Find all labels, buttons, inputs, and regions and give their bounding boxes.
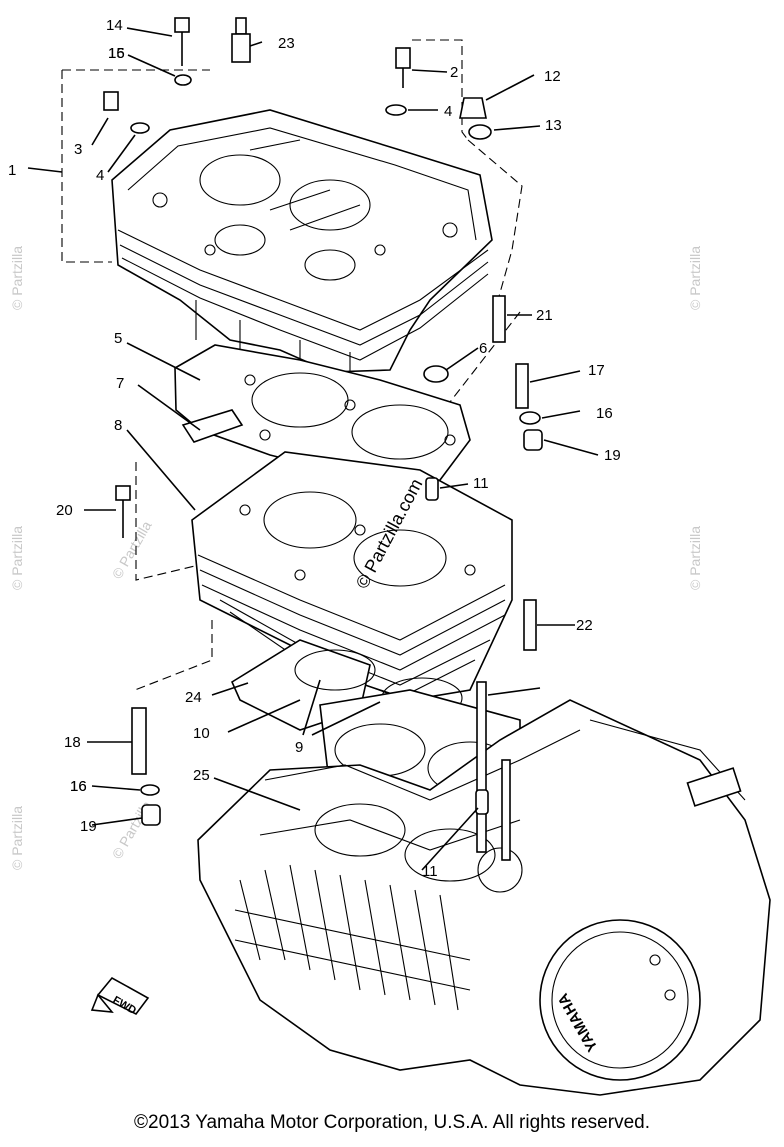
callout-number: 4 [96, 167, 104, 184]
callout-number: 11 [422, 863, 438, 880]
callout-number: 19 [80, 818, 97, 835]
watermark-tile: © Partzilla [687, 526, 703, 590]
cylinder-head [111, 109, 493, 373]
crankcase [197, 699, 771, 1096]
callout-number: 16 [70, 778, 87, 795]
callout-number: 8 [114, 417, 122, 434]
callout-number: 9 [295, 739, 303, 756]
callout-labels: 1 2 3 4 4 5 6 7 8 9 10 11 11 12 13 14 15… [8, 17, 621, 880]
callout-number: 2 [450, 64, 458, 81]
callout-number: 14 [106, 17, 123, 34]
gasket-strip [181, 409, 244, 443]
callout-number: 22 [576, 617, 593, 634]
callout-number: 25 [193, 767, 210, 784]
watermark-tile: © Partzilla [109, 518, 155, 582]
callout-number: 23 [278, 35, 295, 52]
callout-number: 3 [74, 141, 82, 158]
callout-number: 18 [64, 734, 81, 751]
watermark-tile: © Partzilla [687, 246, 703, 310]
o-ring [294, 649, 376, 691]
hardware [103, 17, 543, 861]
callout-number: 16 [70, 778, 87, 795]
callout-number: 16 [108, 45, 125, 62]
callout-number: 6 [479, 340, 487, 357]
callout-number: 24 [185, 689, 202, 706]
callout-number: 13 [545, 117, 562, 134]
copyright-notice: ©2013 Yamaha Motor Corporation, U.S.A. A… [134, 1112, 650, 1133]
callout-number: 1 [8, 162, 16, 179]
callout-number: 4 [444, 103, 452, 120]
callout-number: 21 [536, 307, 553, 324]
forward-arrow: FWD [90, 976, 150, 1017]
watermark-tile: © Partzilla [9, 806, 25, 870]
callout-number: 11 [473, 475, 489, 492]
callout-number: 17 [588, 362, 605, 379]
watermark-tile: © Partzilla [9, 246, 25, 310]
callout-number: 20 [56, 502, 73, 519]
callout-number: 15 [108, 45, 125, 62]
callout-number: 7 [116, 375, 124, 392]
watermark-tile: © Partzilla [9, 526, 25, 590]
leader-lines [27, 27, 599, 871]
callout-number: 16 [596, 405, 613, 422]
callout-number: 19 [604, 447, 621, 464]
callout-number: 12 [544, 68, 561, 85]
callout-number: 5 [114, 330, 122, 347]
callout-number: 10 [193, 725, 210, 742]
